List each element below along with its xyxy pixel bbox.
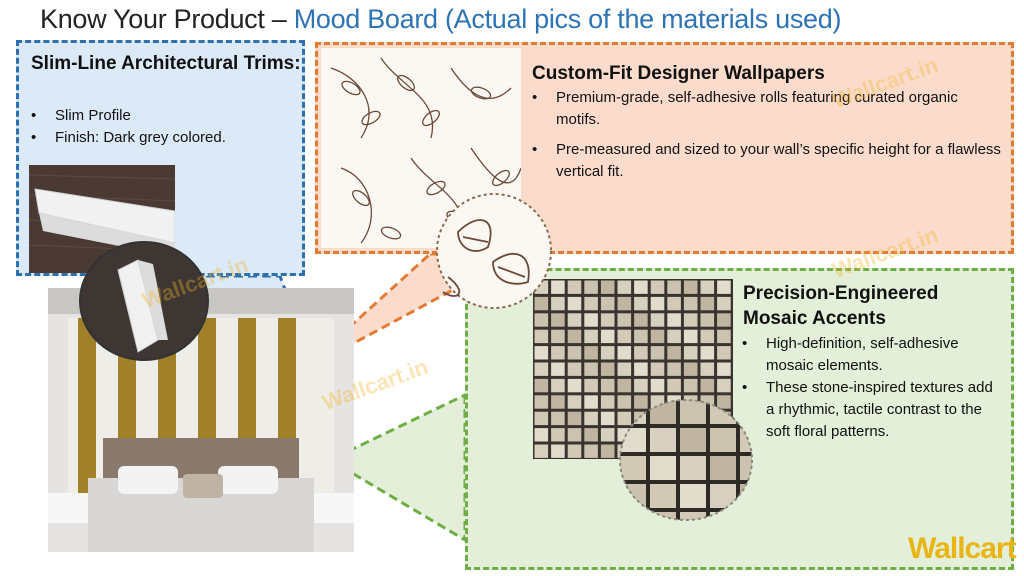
wallpaper-panel: Custom-Fit Designer Wallpapers Premium-g…	[315, 42, 1014, 254]
wallpaper-closeup	[436, 193, 552, 309]
list-item: Premium-grade, self-adhesive rolls featu…	[528, 87, 1006, 131]
mosaic-title: Precision-Engineered Mosaic Accents	[743, 283, 939, 329]
list-item: High-definition, self-adhesive mosaic el…	[738, 333, 1004, 377]
brand-logo: Wallcart	[908, 532, 1018, 572]
list-item: Slim Profile	[27, 105, 297, 127]
trims-title: Slim-Line Architectural Trims:	[31, 53, 301, 74]
mosaic-closeup	[619, 399, 753, 521]
title-subtitle: Mood Board (Actual pics of the materials…	[293, 4, 842, 34]
title-main: Know Your Product –	[40, 4, 294, 34]
list-item: Pre-measured and sized to your wall’s sp…	[528, 139, 1006, 183]
brand-logo-text: Wallcart	[908, 532, 1017, 565]
mosaic-bullets: High-definition, self-adhesive mosaic el…	[738, 333, 1004, 443]
list-item: Finish: Dark grey colored.	[27, 127, 297, 149]
page-title: Know Your Product – Mood Board (Actual p…	[40, 4, 841, 35]
list-item: These stone-inspired textures add a rhyt…	[738, 377, 1004, 443]
trims-bullets: Slim Profile Finish: Dark grey colored.	[27, 105, 297, 149]
trim-closeup	[79, 241, 209, 361]
wallpaper-bullets: Premium-grade, self-adhesive rolls featu…	[528, 87, 1006, 191]
wallpaper-title: Custom-Fit Designer Wallpapers	[532, 63, 825, 84]
